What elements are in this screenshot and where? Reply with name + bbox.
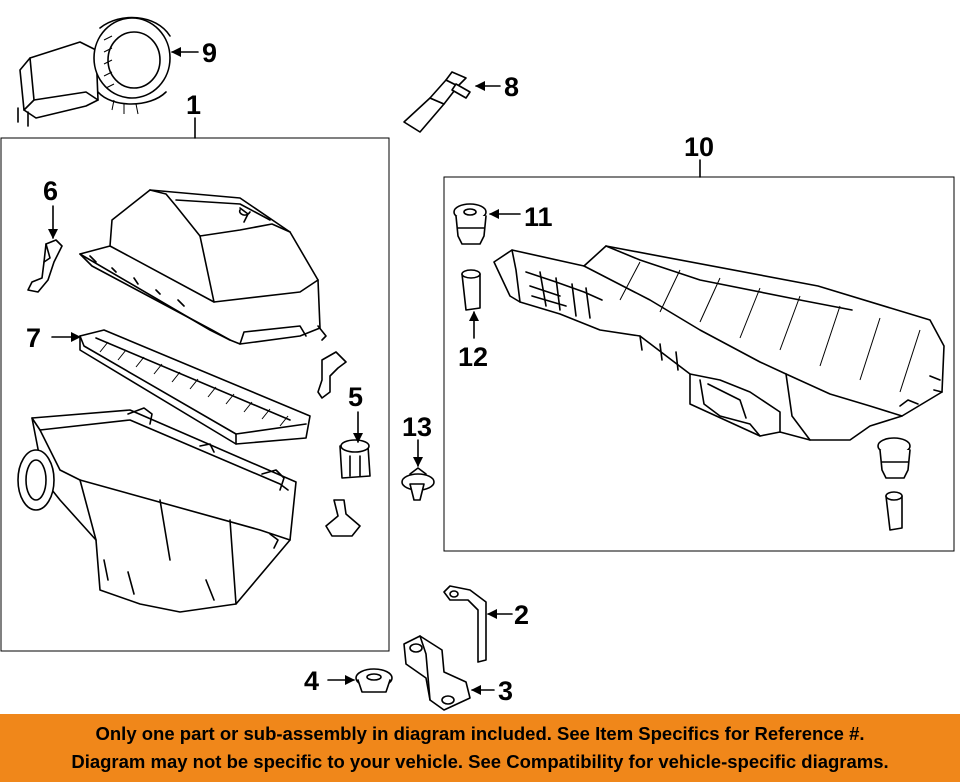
part-11-grommet-lower [877, 437, 911, 479]
callout-8[interactable]: 8 [504, 72, 519, 102]
air-cleaner-lower-case [17, 407, 297, 613]
callout-5[interactable]: 5 [348, 382, 363, 412]
callout-4[interactable]: 4 [304, 666, 319, 696]
part-10-intake-resonator [493, 245, 945, 441]
part-12-sleeve-lower [885, 491, 903, 531]
callout-9[interactable]: 9 [202, 38, 217, 68]
part-9-mass-airflow-sensor [17, 16, 171, 127]
callout-7[interactable]: 7 [26, 323, 41, 353]
assembly-10-box [443, 176, 955, 552]
callout-11[interactable]: 11 [524, 202, 553, 232]
part-13-push-clip [401, 467, 435, 501]
part-2-support-rod [443, 585, 487, 663]
callout-3[interactable]: 3 [498, 676, 513, 706]
callout-2[interactable]: 2 [514, 600, 529, 630]
disclaimer-banner: Only one part or sub-assembly in diagram… [0, 714, 960, 782]
part-6-bracket [27, 239, 63, 293]
parts-diagram: 1 10 9 8 6 [0, 16, 955, 711]
callout-13[interactable]: 13 [402, 412, 432, 442]
part-12-sleeve [461, 269, 481, 311]
callout-12[interactable]: 12 [458, 342, 488, 372]
disclaimer-line-1: Only one part or sub-assembly in diagram… [95, 723, 865, 744]
part-4-grommet [355, 668, 393, 693]
callout-10[interactable]: 10 [684, 132, 714, 162]
part-3-mounting-bracket [403, 635, 471, 711]
part-8-clip [403, 71, 471, 133]
callout-1[interactable]: 1 [186, 90, 201, 120]
callout-6[interactable]: 6 [43, 176, 58, 206]
part-11-grommet [453, 203, 487, 245]
air-cleaner-upper-cover [79, 189, 327, 345]
part-5-grommet [317, 351, 371, 537]
part-7-air-filter [79, 329, 311, 445]
disclaimer-line-2: Diagram may not be specific to your vehi… [71, 751, 889, 772]
